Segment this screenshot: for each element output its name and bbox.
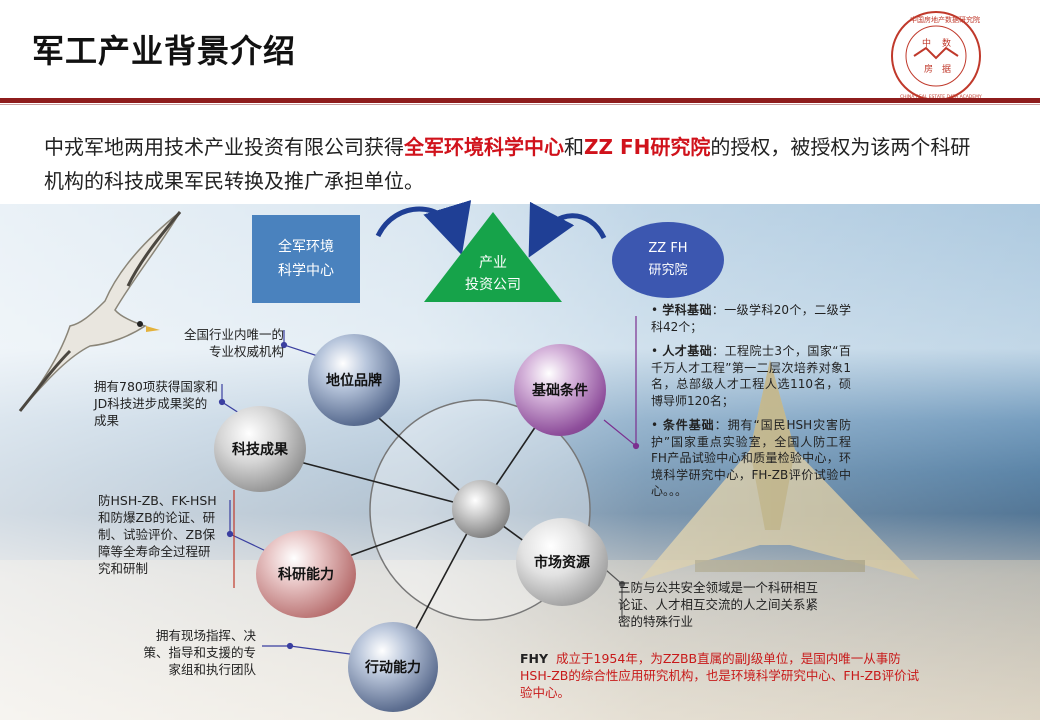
intro-paragraph: 中戎军地两用技术产业投资有限公司获得全军环境科学中心和ZZ FH研究院的授权，被… (44, 130, 984, 198)
node-action-capability: 行动能力 (348, 622, 438, 712)
intro-highlight-1: 全军环境科学中心 (404, 135, 564, 159)
center-ball (452, 480, 510, 538)
basis-label-discipline: 学科基础 (662, 303, 712, 317)
basis-label-conditions: 条件基础 (662, 418, 715, 432)
fhy-note: FHY 成立于1954年，为ZZBB直属的副J级单位，是国内唯一从事防HSH-Z… (520, 650, 920, 701)
page-title: 军工产业背景介绍 (32, 32, 297, 70)
logo-char-1: 中 (922, 37, 931, 49)
triangle-line1: 产业 (479, 255, 507, 271)
note-research: 防HSH-ZB、FK-HSH和防爆ZB的论证、研制、试验评价、ZB保障等全寿命全… (98, 493, 217, 576)
title-rule (0, 98, 1040, 103)
intro-text-before: 中戎军地两用技术产业投资有限公司获得 (44, 135, 404, 159)
box-left-line1: 全军环境 (278, 239, 334, 255)
note-tech: 拥有780项获得国家和JD科技进步成果奖的成果 (94, 379, 218, 428)
seagull-image (18, 211, 182, 412)
logo-char-4: 据 (942, 63, 951, 75)
basis-text-discipline: ：一级学科20个，二级学科42个； (651, 303, 851, 334)
arrow-left-to-center (375, 199, 472, 256)
fhy-text: 成立于1954年，为ZZBB直属的副J级单位，是国内唯一从事防HSH-ZB的综合… (520, 651, 920, 700)
note-brand: 全国行业内唯一的专业权威机构 (183, 327, 284, 359)
node-research-capability: 科研能力 (256, 530, 356, 618)
basis-item-conditions: • 条件基础：拥有“国民HSH灾害防护”国家重点实验室，全国人防工程FH产品试验… (651, 418, 851, 498)
center-triangle (424, 212, 562, 302)
box-left-line2: 科学中心 (278, 263, 334, 279)
logo-en: CHINA REAL ESTATE DATA ACADEMY (900, 94, 982, 100)
basis-item-discipline: • 学科基础：一级学科20个，二级学科42个； (651, 303, 851, 334)
node-tech-achievements: 科技成果 (214, 406, 306, 492)
fhy-label: FHY (520, 651, 549, 666)
intro-text-after: 的授权，被授权为该两个科研机构的科技成果军民转换及推广承担单位。 (44, 135, 971, 193)
box-environment-center: 全军环境科学中心 (252, 215, 360, 303)
intro-highlight-2: ZZ FH研究院 (584, 135, 711, 159)
arrow-right-to-center (528, 201, 607, 258)
circle-fh-institute: ZZ FH 研究院 (612, 222, 724, 298)
basis-panel: • 学科基础：一级学科20个，二级学科42个； • 人才基础：工程院士3个，国家… (651, 302, 851, 508)
intro-text-mid: 和 (564, 135, 584, 159)
basis-text-conditions: ：拥有“国民HSH灾害防护”国家重点实验室，全国人防工程FH产品试验中心和质量检… (651, 418, 851, 498)
logo-text: 中国房地产数据研究院 (910, 15, 980, 24)
node-basic-conditions: 基础条件 (514, 344, 606, 436)
note-action: 拥有现场指挥、决策、指导和支援的专家组和执行团队 (143, 628, 256, 677)
circle-right-line1: ZZ FH (648, 241, 688, 256)
triangle-line2: 投资公司 (465, 277, 521, 293)
title-rule-thin (0, 104, 1040, 105)
basis-text-talent: ：工程院士3个，国家“百千万人才工程”第一二层次培养对象1名，总部级人才工程人选… (651, 344, 851, 408)
basis-item-talent: • 人才基础：工程院士3个，国家“百千万人才工程”第一二层次培养对象1名，总部级… (651, 344, 851, 408)
logo-char-3: 房 (924, 63, 933, 75)
triangle-label: 产业投资公司 (442, 252, 544, 296)
node-brand: 地位品牌 (308, 334, 400, 426)
note-market: 三防与公共安全领域是一个科研相互论证、人才相互交流的人之间关系紧密的特殊行业 (618, 580, 819, 629)
circle-right-line2: 研究院 (648, 263, 688, 278)
basis-label-talent: 人才基础 (662, 344, 713, 358)
node-market-resources: 市场资源 (516, 518, 608, 606)
logo-char-2: 数 (942, 37, 951, 49)
